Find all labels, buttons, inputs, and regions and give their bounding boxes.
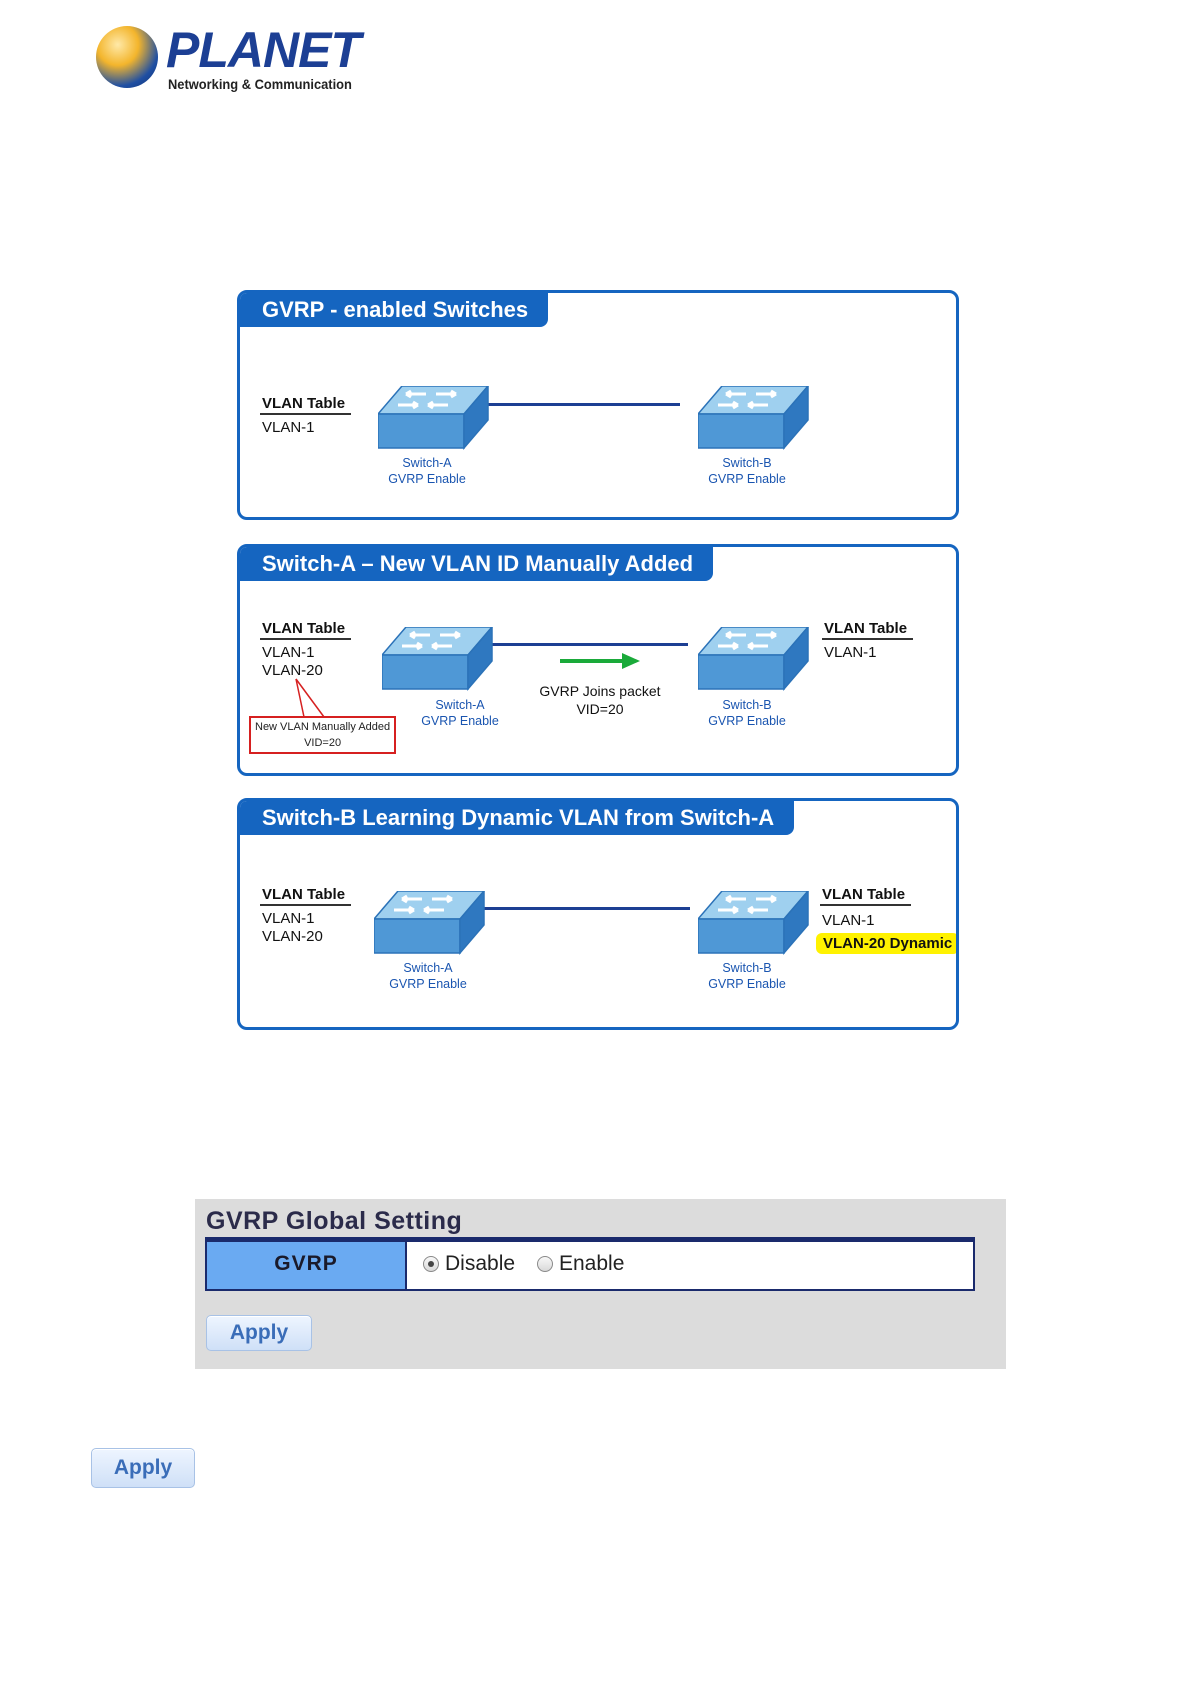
- switch-b-icon: [698, 891, 810, 955]
- switch-a-icon: [382, 627, 494, 691]
- vlan-table-row: VLAN-1: [824, 644, 877, 661]
- switch-a-label: Switch-A GVRP Enable: [373, 960, 483, 992]
- panel-3-title: Switch-B Learning Dynamic VLAN from Swit…: [240, 801, 795, 835]
- vlan-table-header: VLAN Table: [820, 886, 912, 906]
- diagram-panel-2: Switch-A – New VLAN ID Manually Added VL…: [237, 544, 959, 776]
- switch-name: Switch-B: [722, 961, 772, 975]
- switch-a-label: Switch-A GVRP Enable: [372, 455, 482, 487]
- switch-name: Switch-B: [722, 456, 772, 470]
- gvrp-disable-option[interactable]: Disable: [423, 1252, 515, 1276]
- switch-status: GVRP Enable: [708, 714, 786, 728]
- switch-name: Switch-A: [403, 961, 453, 975]
- switch-status: GVRP Enable: [421, 714, 499, 728]
- gvrp-global-setting-panel: GVRP Global Setting GVRP Disable Enable …: [195, 1199, 1006, 1369]
- switch-b-icon: [698, 386, 810, 450]
- globe-icon: [96, 26, 158, 88]
- network-link: [480, 403, 680, 406]
- switch-b-icon: [698, 627, 810, 691]
- vlan-table-row: VLAN-20: [262, 662, 323, 679]
- switch-b-label: Switch-B GVRP Enable: [692, 697, 802, 729]
- switch-status: GVRP Enable: [708, 977, 786, 991]
- disable-radio-label[interactable]: Disable: [445, 1252, 516, 1275]
- manual-vlan-note: New VLAN Manually Added VID=20: [249, 716, 397, 754]
- vlan-table-row: VLAN-1: [262, 419, 315, 436]
- gvrp-apply-button[interactable]: Apply: [206, 1315, 312, 1351]
- note-line-1: New VLAN Manually Added: [255, 721, 391, 733]
- switch-status: GVRP Enable: [389, 977, 467, 991]
- vlan-table-row: VLAN-20: [262, 928, 323, 945]
- vlan-table-row: VLAN-1: [822, 912, 875, 929]
- callout-pointer: [295, 678, 325, 718]
- packet-line-2: VID=20: [576, 701, 624, 717]
- network-link: [488, 643, 688, 646]
- enable-radio-label[interactable]: Enable: [559, 1252, 625, 1275]
- switch-a-label: Switch-A GVRP Enable: [405, 697, 515, 729]
- switch-name: Switch-A: [435, 698, 485, 712]
- vlan-table-header: VLAN Table: [260, 620, 352, 640]
- switch-b-label: Switch-B GVRP Enable: [692, 960, 802, 992]
- logo-tagline: Networking & Communication: [168, 76, 352, 92]
- switch-a-icon: [378, 386, 490, 450]
- switch-a-icon: [374, 891, 486, 955]
- gvrp-packet-label: GVRP Joins packet VID=20: [525, 682, 675, 718]
- gvrp-setting-table: GVRP Disable Enable: [205, 1237, 975, 1291]
- diagram-panel-3: Switch-B Learning Dynamic VLAN from Swit…: [237, 798, 959, 1030]
- panel-2-title: Switch-A – New VLAN ID Manually Added: [240, 547, 714, 581]
- vlan-table-row: VLAN-1: [262, 910, 315, 927]
- arrow-right-icon: [560, 653, 640, 669]
- vlan-table-header: VLAN Table: [822, 620, 914, 640]
- switch-status: GVRP Enable: [388, 472, 466, 486]
- disable-radio[interactable]: [423, 1256, 439, 1272]
- logo-brand: PLANET: [166, 22, 361, 78]
- gvrp-enable-option[interactable]: Enable: [537, 1252, 624, 1276]
- note-line-2: VID=20: [304, 737, 342, 749]
- switch-b-label: Switch-B GVRP Enable: [692, 455, 802, 487]
- diagram-panel-1: GVRP - enabled Switches VLAN Table VLAN-…: [237, 290, 959, 520]
- apply-button[interactable]: Apply: [91, 1448, 195, 1488]
- switch-name: Switch-B: [722, 698, 772, 712]
- switch-name: Switch-A: [402, 456, 452, 470]
- vlan-table-header: VLAN Table: [260, 395, 352, 415]
- planet-logo: PLANET Networking & Communication: [96, 22, 361, 94]
- packet-line-1: GVRP Joins packet: [539, 683, 661, 699]
- switch-status: GVRP Enable: [708, 472, 786, 486]
- enable-radio[interactable]: [537, 1256, 553, 1272]
- dynamic-vlan-badge: VLAN-20 Dynamic: [816, 933, 956, 954]
- vlan-table-header: VLAN Table: [260, 886, 352, 906]
- network-link: [480, 907, 690, 910]
- vlan-table-row: VLAN-1: [262, 644, 315, 661]
- panel-1-title: GVRP - enabled Switches: [240, 293, 549, 327]
- gvrp-field-label: GVRP: [207, 1242, 407, 1289]
- gvrp-setting-title: GVRP Global Setting: [206, 1207, 463, 1235]
